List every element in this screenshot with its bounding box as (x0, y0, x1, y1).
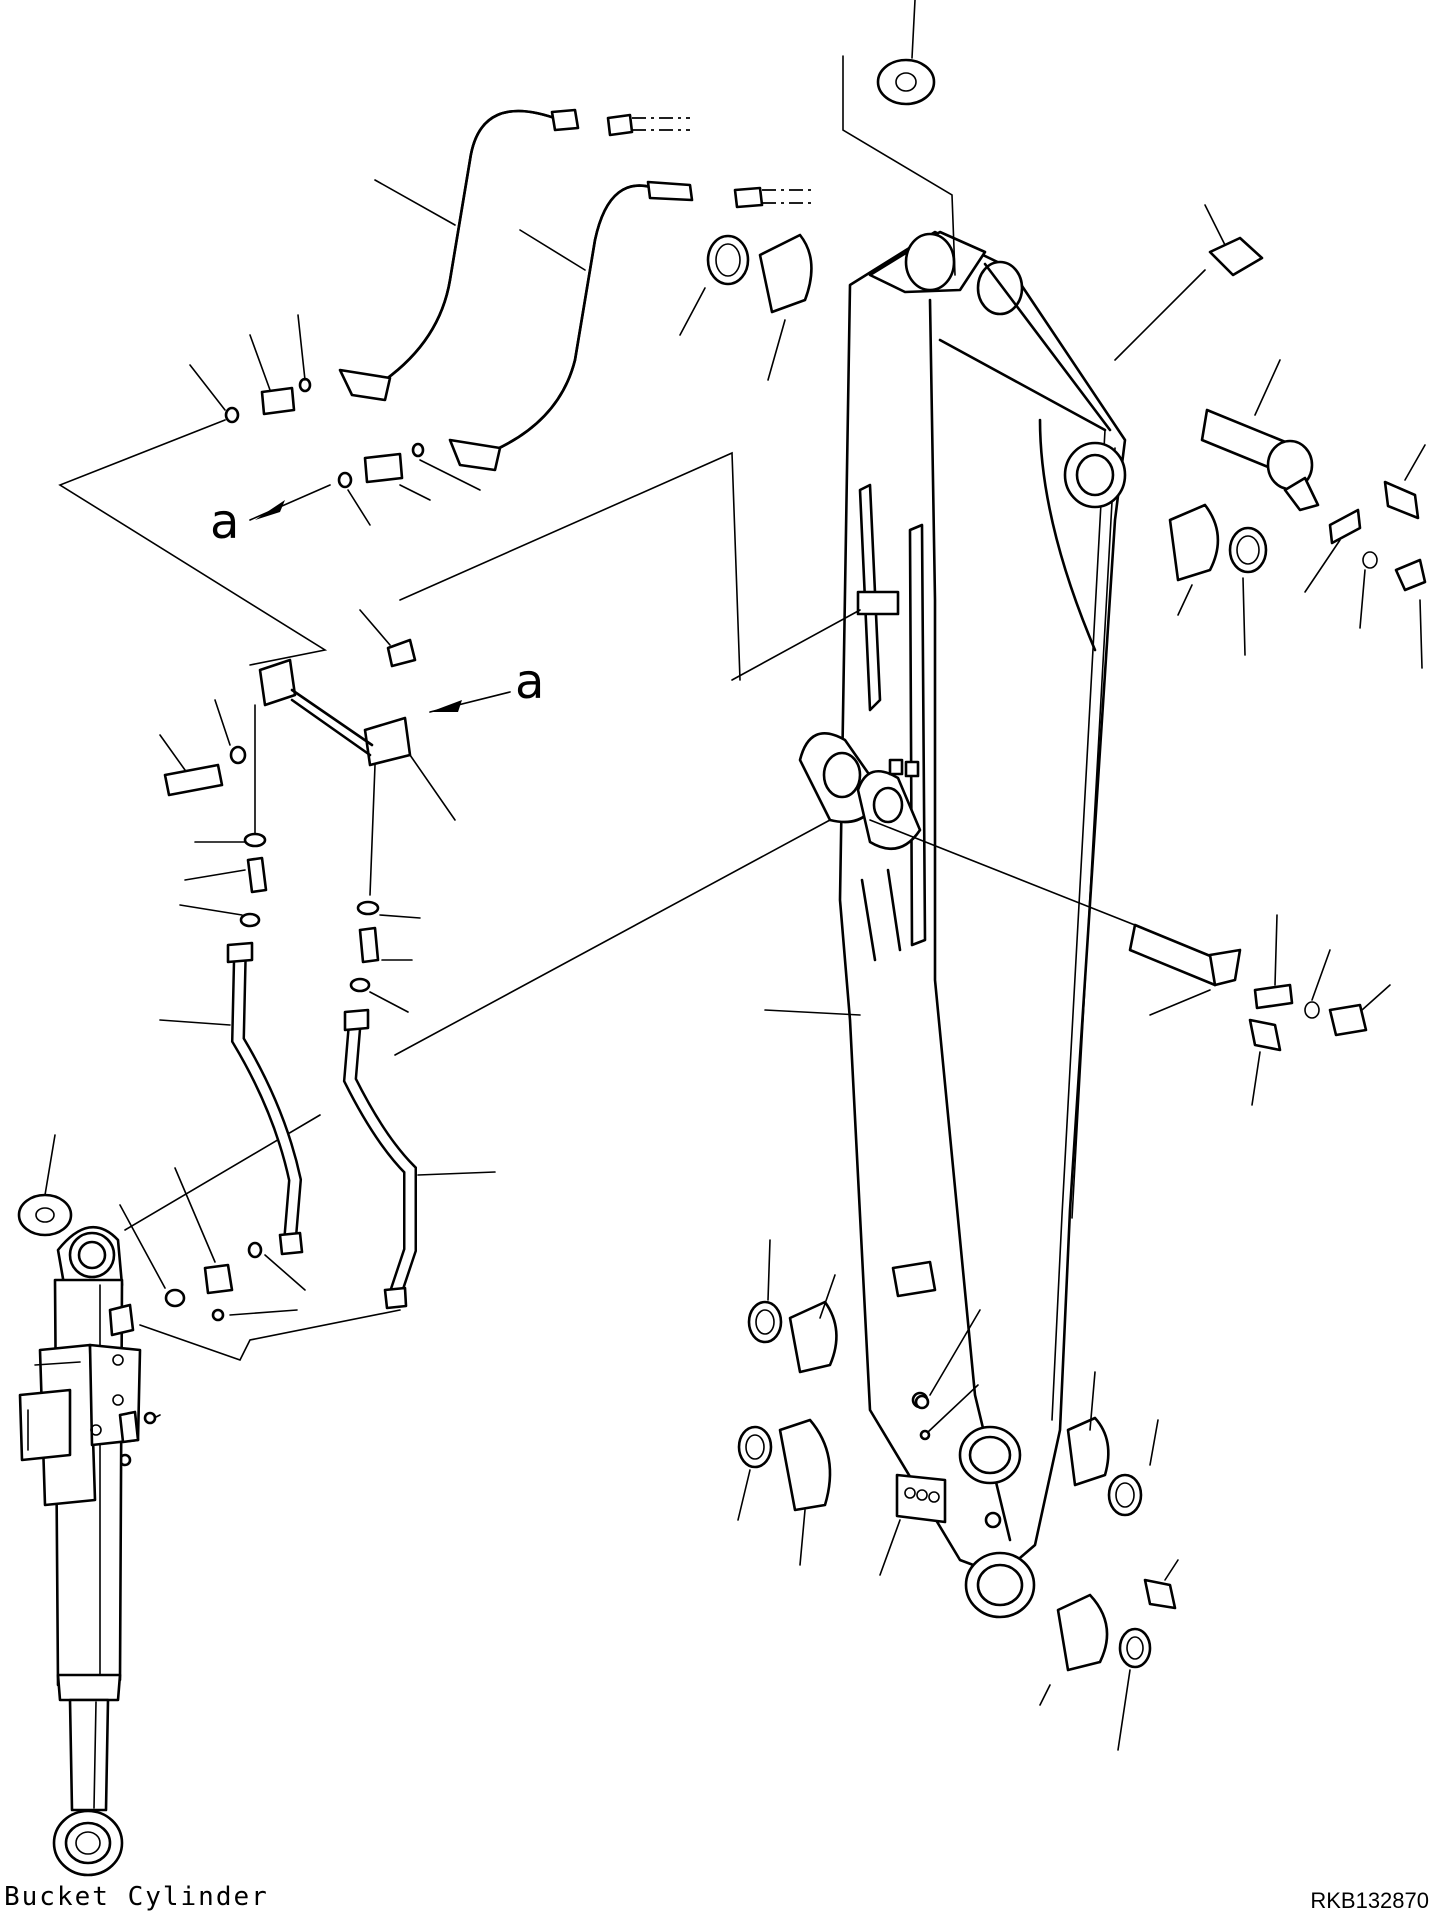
bracket-bolt (163, 763, 224, 797)
arm-pin-lower (1128, 923, 1222, 987)
pin-hardware (679, 0, 1427, 1751)
shim-washer (876, 58, 936, 106)
grease-nipple-lower (1248, 1018, 1282, 1052)
hose-bracket: a (159, 609, 544, 896)
lower-hoses (118, 832, 496, 1467)
manifold-block (895, 1473, 947, 1524)
elbow-adapter-left (246, 856, 268, 894)
bushing-lower-left-2 (778, 1418, 832, 1512)
bracket-block-left (258, 658, 297, 707)
tee-fitting (203, 1263, 234, 1295)
spacer-collar (386, 638, 417, 668)
ref-label-a-lower: a (515, 654, 544, 710)
stopper-block (856, 590, 900, 616)
dust-seal (706, 234, 750, 286)
adapter-fitting-2 (363, 452, 404, 484)
bushing (758, 233, 813, 314)
lock-plate-lower (1253, 983, 1294, 1010)
diagram-caption: Bucket Cylinder (4, 1882, 269, 1912)
cylinder-rod (68, 1698, 110, 1812)
grease-nipple (1208, 236, 1264, 277)
bucket-cylinder (17, 1134, 142, 1877)
arm-top-pin-bore (904, 232, 956, 292)
cylinder-washer (17, 1193, 73, 1237)
cylinder-elbow (108, 1303, 135, 1337)
upper-hoses: a (189, 108, 815, 550)
adapter-fitting (260, 386, 296, 416)
ref-label-a-upper: a (210, 494, 239, 550)
grease-nipple-right (1383, 480, 1420, 520)
elbow-adapter-right (358, 926, 380, 964)
assembly-leaders (58, 419, 1161, 1361)
arm-assembly (798, 230, 1127, 1619)
lock-plate (1328, 508, 1362, 545)
drawing-code: RKB132870 (1310, 1888, 1429, 1913)
bolt-lower (1328, 1003, 1368, 1037)
grease-nipple-bottom (1143, 1578, 1177, 1610)
clamp-plate (891, 1260, 937, 1298)
bushing-bottom (1056, 1593, 1109, 1672)
bracket-block-right (363, 716, 412, 767)
bushing-lower-left (788, 1300, 838, 1374)
bolt (1394, 558, 1427, 592)
bushing-right (1168, 503, 1220, 582)
bushing-lower-right (1066, 1416, 1110, 1487)
